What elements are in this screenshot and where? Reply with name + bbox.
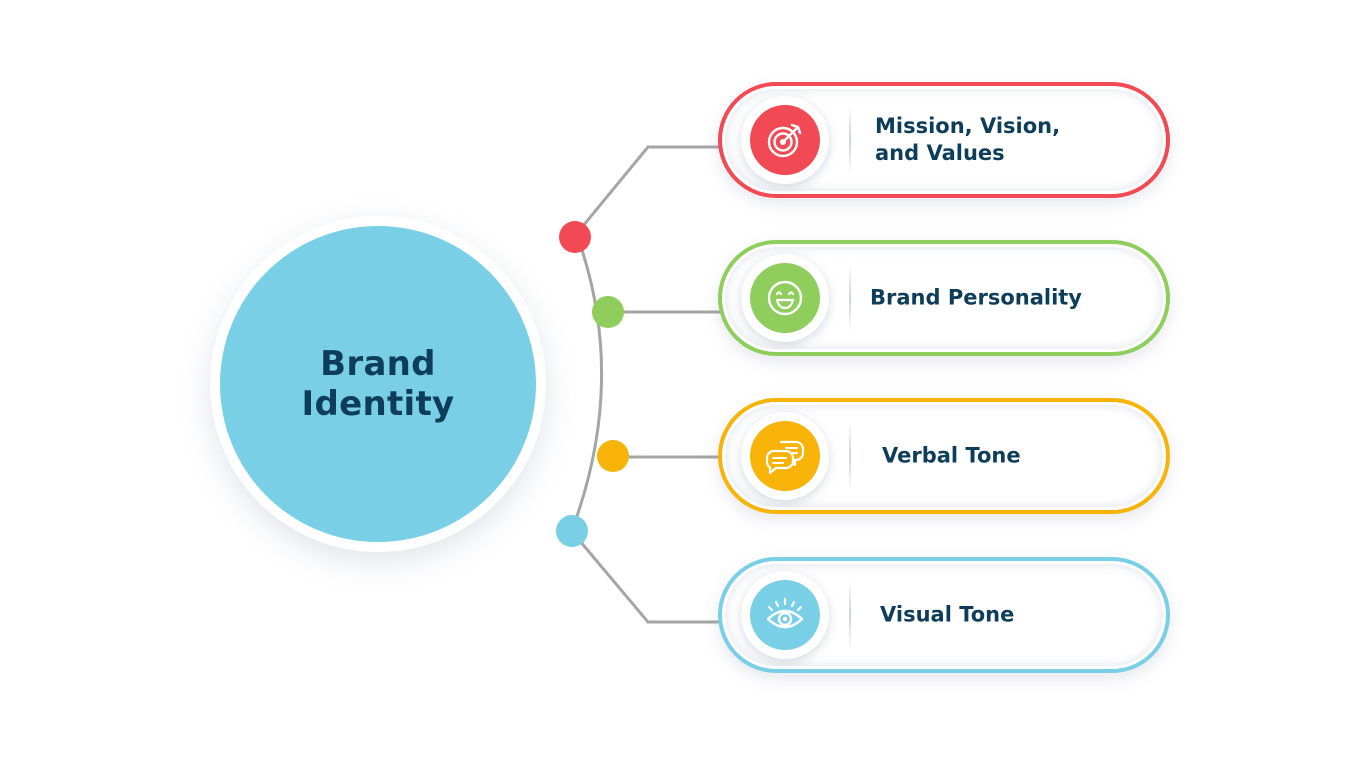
card-label: Visual Tone (880, 602, 1015, 627)
node-personality (592, 296, 624, 328)
arc-connector (570, 237, 604, 531)
node-verbal (597, 440, 629, 472)
chat-bubbles-icon (765, 440, 805, 475)
card-label: Brand Personality (870, 285, 1082, 310)
hub-fill: Brand Identity (220, 226, 536, 542)
target-icon (767, 123, 802, 158)
card-label: Mission, Vision, and Values (875, 114, 1061, 165)
node-mission (559, 221, 591, 253)
card-visual-tone: Visual Tone (718, 557, 1170, 673)
hub-title: Brand Identity (301, 344, 455, 424)
connector-mission (576, 145, 722, 233)
eye-icon (766, 597, 804, 629)
smiley-icon (767, 280, 803, 316)
card-brand-personality: Brand Personality (718, 240, 1170, 356)
node-visual (556, 515, 588, 547)
card-label: Verbal Tone (882, 443, 1021, 468)
hub-circle: Brand Identity (210, 216, 546, 552)
connector-visual (572, 533, 722, 624)
card-mission-vision-values: Mission, Vision, and Values (718, 82, 1170, 198)
card-verbal-tone: Verbal Tone (718, 398, 1170, 514)
